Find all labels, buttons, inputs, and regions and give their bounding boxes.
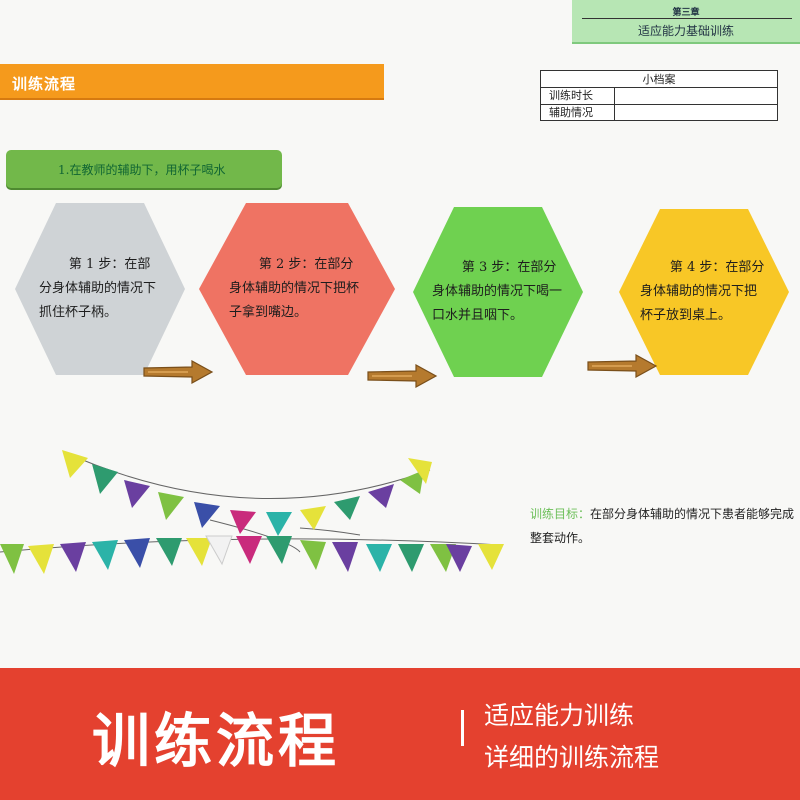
banner-divider [461, 710, 464, 746]
bunting-decoration [0, 450, 504, 574]
chapter-tab: 第三章 适应能力基础训练 [572, 0, 800, 44]
record-row: 辅助情况 [541, 104, 777, 120]
record-table: 小档案 训练时长 辅助情况 [540, 70, 778, 121]
hexagon-shape [199, 203, 395, 375]
wooden-arrow-icon [587, 354, 658, 378]
training-goal: 训练目标：在部分身体辅助的情况下患者能够完成整套动作。 [530, 502, 800, 550]
step-text: 第 3 步：在部分身体辅助的情况下喝一口水并且咽下。 [432, 260, 563, 323]
step-text: 第 2 步：在部分身体辅助的情况下把杯子拿到嘴边。 [229, 257, 360, 320]
promo-banner: 训练流程 适应能力训练 详细的训练流程 [0, 668, 800, 800]
record-value [615, 105, 777, 120]
section-title: 训练流程 [12, 75, 77, 93]
record-row: 训练时长 [541, 88, 777, 104]
chapter-rule [582, 18, 792, 19]
step-hexagon-3: 第 3 步：在部分身体辅助的情况下喝一口水并且咽下。 [410, 204, 586, 380]
step-text: 第 1 步：在部分身体辅助的情况下抓住杯子柄。 [39, 257, 157, 320]
step-hexagon-2: 第 2 步：在部分身体辅助的情况下把杯子拿到嘴边。 [196, 200, 398, 378]
hexagon-shape [15, 203, 185, 375]
chapter-title: 适应能力基础训练 [637, 24, 734, 38]
task-title: 1.在教师的辅助下，用杯子喝水 [58, 163, 226, 177]
hexagon-shape [619, 209, 789, 375]
step-hexagon-1: 第 1 步：在部分身体辅助的情况下抓住杯子柄。 [12, 200, 188, 378]
wooden-arrow-icon [143, 360, 214, 384]
banner-title: 训练流程 [92, 707, 341, 775]
goal-text: 在部分身体辅助的情况下患者能够完成整套动作。 [530, 507, 795, 545]
banner-subtitle-1: 适应能力训练 [484, 701, 635, 730]
hexagon-shape [413, 207, 583, 377]
banner-subtitle-2: 详细的训练流程 [484, 743, 660, 772]
record-table-title: 小档案 [541, 71, 777, 88]
record-label: 辅助情况 [541, 105, 615, 120]
section-title-bar: 训练流程 [0, 64, 384, 100]
step-hexagon-4: 第 4 步：在部分身体辅助的情况下把杯子放到桌上。 [616, 206, 792, 378]
task-title-pill: 1.在教师的辅助下，用杯子喝水 [6, 150, 282, 188]
pennants-upper-string [62, 450, 432, 536]
record-label: 训练时长 [541, 88, 615, 104]
wooden-arrow-icon [367, 364, 438, 388]
pennants-lower-string [0, 535, 504, 574]
chapter-number: 第三章 [672, 8, 700, 18]
goal-label: 训练目标： [530, 507, 591, 521]
textbook-page: 第三章 适应能力基础训练 训练流程 小档案 训练时长 辅助情况 1.在教师的辅助… [0, 0, 800, 574]
record-value [615, 88, 777, 104]
step-text: 第 4 步：在部分身体辅助的情况下把杯子放到桌上。 [640, 260, 765, 323]
